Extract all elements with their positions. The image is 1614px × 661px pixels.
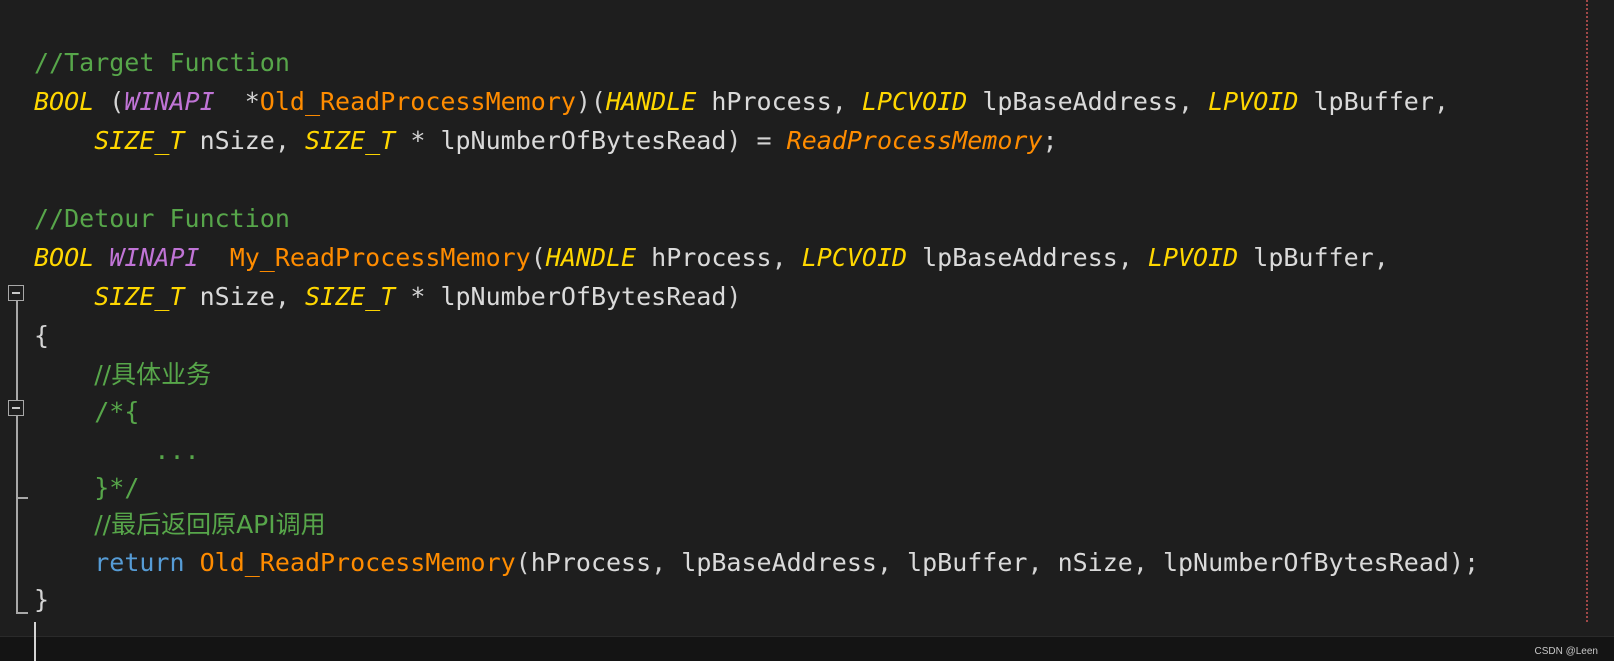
function-reference: ReadProcessMemory (786, 126, 1043, 155)
comment: /*{ (94, 397, 140, 426)
code-line-11[interactable]: ... (34, 431, 200, 470)
identifier: nSize (1057, 548, 1133, 577)
identifier: lpBaseAddress (681, 548, 877, 577)
function-name: My_ReadProcessMemory (229, 243, 531, 272)
fold-end-marker (16, 497, 28, 499)
fold-collapse-icon[interactable] (8, 285, 24, 301)
type-token: BOOL (34, 87, 95, 116)
type-token: HANDLE (545, 243, 637, 272)
next-line-area[interactable] (0, 637, 1614, 661)
identifier: hProcess (711, 87, 832, 116)
type-token: LPCVOID (861, 87, 968, 116)
code-line-9[interactable]: //具体业务 (34, 355, 211, 394)
identifier: lpBuffer (1313, 87, 1434, 116)
comment: //Target Function (34, 48, 290, 77)
fold-guide-line (16, 416, 18, 498)
fold-collapse-icon[interactable] (8, 400, 24, 416)
macro-token: WINAPI (109, 243, 200, 272)
code-line-12[interactable]: }*/ (34, 468, 139, 507)
type-token: LPVOID (1147, 243, 1239, 272)
code-line-1[interactable]: //Target Function (34, 43, 290, 82)
macro-token: WINAPI (124, 87, 215, 116)
code-line-6[interactable]: BOOL WINAPI My_ReadProcessMemory(HANDLE … (34, 243, 1389, 272)
code-line-7[interactable]: SIZE_T nSize, SIZE_T * lpNumberOfBytesRe… (94, 282, 742, 311)
identifier: lpBuffer (907, 548, 1028, 577)
identifier: lpNumberOfBytesRead (440, 126, 727, 155)
type-token: HANDLE (605, 87, 697, 116)
comment: //最后返回原API调用 (94, 510, 326, 539)
identifier: lpNumberOfBytesRead (1162, 548, 1449, 577)
identifier: hProcess (651, 243, 772, 272)
right-margin-guide (1586, 0, 1588, 622)
identifier: lpBuffer (1253, 243, 1374, 272)
function-call: Old_ReadProcessMemory (199, 548, 516, 577)
identifier: lpBaseAddress (982, 87, 1178, 116)
identifier: lpNumberOfBytesRead (440, 282, 727, 311)
identifier: hProcess (530, 548, 652, 577)
function-name: Old_ReadProcessMemory (259, 87, 576, 116)
type-token: LPCVOID (801, 243, 908, 272)
code-line-2[interactable]: BOOL (WINAPI *Old_ReadProcessMemory)(HAN… (34, 87, 1449, 116)
watermark: CSDN @Leen (1534, 646, 1598, 657)
comment: //具体业务 (94, 360, 212, 389)
keyword: return (94, 548, 185, 577)
code-line-5[interactable]: //Detour Function (34, 199, 290, 238)
code-line-3[interactable]: SIZE_T nSize, SIZE_T * lpNumberOfBytesRe… (94, 126, 1058, 155)
type-token: SIZE_T (304, 282, 396, 311)
fold-guide-line (16, 301, 18, 400)
identifier: nSize (199, 282, 275, 311)
comment: ... (154, 436, 200, 465)
code-line-14[interactable]: return Old_ReadProcessMemory(hProcess, l… (94, 548, 1480, 577)
code-line-8[interactable]: { (34, 321, 50, 350)
type-token: BOOL (34, 243, 95, 272)
identifier: nSize (199, 126, 275, 155)
type-token: SIZE_T (94, 126, 185, 155)
editor-bottom-border (0, 636, 1614, 637)
code-line-15[interactable]: } (34, 585, 50, 614)
code-line-10[interactable]: /*{ (34, 392, 139, 431)
comment: }*/ (94, 473, 140, 502)
identifier: lpBaseAddress (922, 243, 1118, 272)
type-token: SIZE_T (304, 126, 396, 155)
comment: //Detour Function (34, 204, 290, 233)
type-token: LPVOID (1208, 87, 1299, 116)
code-line-13[interactable]: //最后返回原API调用 (34, 505, 326, 544)
type-token: SIZE_T (94, 282, 185, 311)
fold-guide-line (16, 498, 18, 614)
text-caret (34, 622, 36, 661)
fold-end-marker (16, 612, 28, 614)
